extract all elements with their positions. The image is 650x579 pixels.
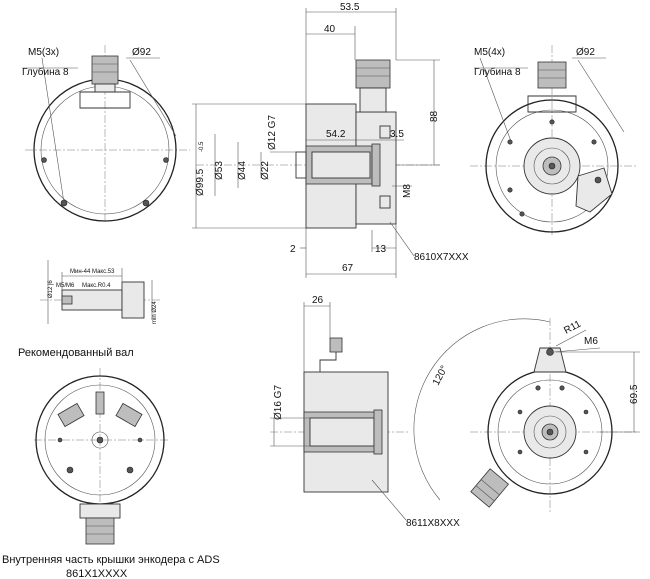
dim-26: 26 [312, 295, 324, 306]
dim-d99-tol: -0.5 [199, 141, 205, 152]
dim-88: 88 [429, 110, 440, 122]
label-dia-right: Ø92 [576, 47, 595, 58]
dim-3-5: 3.5 [390, 129, 404, 140]
cable-gland-cover [85, 517, 115, 545]
dim-m8: M8 [402, 184, 413, 198]
dim-d99: Ø99.5 [195, 168, 206, 196]
dim-13: 13 [375, 244, 387, 255]
dim-d12g7: Ø12 G7 [267, 115, 278, 150]
dim-40: 40 [324, 24, 336, 35]
label-dia-left: Ø92 [132, 47, 151, 58]
front-view-bottom-right: 120° R11 M6 69.5 [413, 318, 640, 512]
mount-hole-icon [142, 199, 150, 207]
dim-d22: Ø22 [260, 161, 271, 180]
cable-gland-right [537, 61, 567, 89]
shaft-fit: Ø12 j6 [48, 280, 54, 298]
dim-54-2: 54.2 [326, 129, 346, 140]
cover-interior-view: Внутренняя часть крышки энкодера с ADS 8… [2, 368, 220, 579]
recommended-shaft-drawing: Мин-44 Макс.53 M5/M6 Макс.R0.4 Ø12 j6 mi… [18, 260, 160, 359]
stator-coupling [575, 167, 613, 213]
dim-m6: M6 [584, 336, 598, 347]
shaft-min-max: Мин-44 Макс.53 [70, 269, 115, 275]
cable-gland-left [91, 55, 119, 85]
part-number-bottom: 8611X8XXX [406, 518, 460, 529]
side-view-bottom: 26 Ø16 G7 8611X8XXX [270, 295, 460, 529]
angle-arc [413, 318, 551, 501]
terminal-block [95, 391, 105, 415]
caption-cover: Внутренняя часть крышки энкодера с ADS [2, 554, 220, 566]
terminal-block [115, 402, 143, 428]
cable-gland-angled [470, 468, 510, 508]
cable-gland-side [355, 59, 391, 89]
mount-hole-icon [163, 157, 169, 163]
label-depth-left: Глубина 8 [22, 66, 69, 78]
caption-cover-code: 861X1XXXX [66, 568, 128, 579]
mount-hole-icon [41, 157, 47, 163]
label-thread-right: M5(4x) [474, 47, 505, 58]
dim-d16g7: Ø16 G7 [273, 385, 284, 420]
dim-2: 2 [290, 244, 296, 255]
side-view-top: 53.5 40 88 54.2 3.5 Ø99.5 -0.5 Ø53 Ø44 Ø… [192, 2, 469, 278]
shaft-thread: M5/M6 [56, 283, 75, 289]
front-view-left: M5(3x) Глубина 8 Ø92 [22, 45, 190, 222]
shaft-radius: Макс.R0.4 [82, 283, 111, 289]
dim-d53: Ø53 [214, 161, 225, 180]
dim-120: 120° [431, 364, 450, 387]
stator-arm [533, 347, 567, 373]
label-thread-left: M5(3x) [28, 47, 59, 58]
stator-pin [329, 337, 343, 353]
dim-69-5: 69.5 [629, 384, 640, 404]
label-depth-right: Глубина 8 [474, 66, 521, 78]
terminal-block [57, 402, 85, 428]
front-view-right: M5(4x) Глубина 8 Ø92 [470, 45, 636, 235]
dim-r11: R11 [562, 318, 583, 336]
caption-recommended-shaft: Рекомендованный вал [18, 347, 134, 359]
dim-67: 67 [342, 263, 354, 274]
part-number-top: 8610X7XXX [414, 252, 469, 263]
dim-d44: Ø44 [237, 161, 248, 180]
dim-53-5: 53.5 [340, 2, 360, 13]
shaft-min24: min Ø24 [152, 301, 158, 324]
